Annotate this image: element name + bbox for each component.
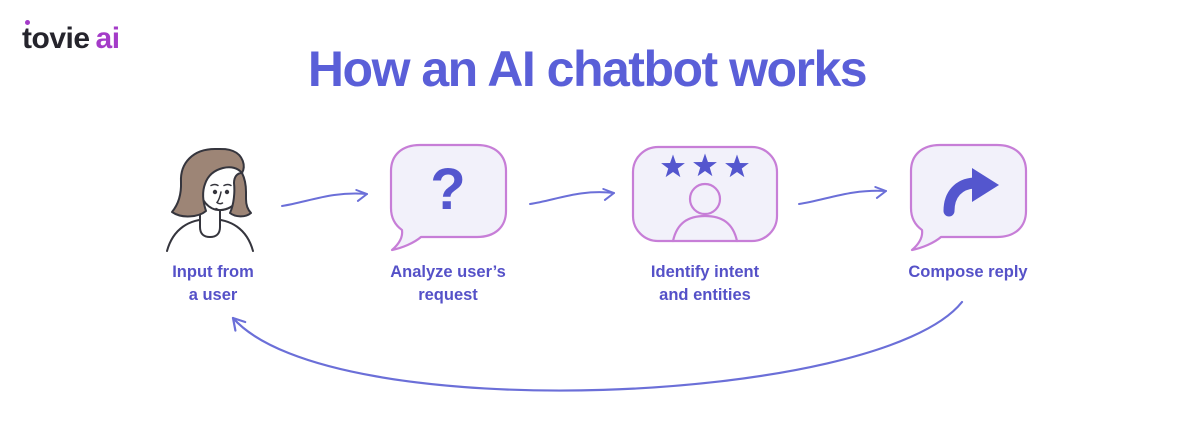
step-label-input-from-user: Input from a user bbox=[103, 261, 323, 307]
person-head-outline bbox=[688, 182, 722, 216]
diagram-title: How an AI chatbot works bbox=[307, 41, 868, 97]
forward-arrow-2-head-icon bbox=[602, 188, 615, 201]
label-line: Analyze user’s bbox=[390, 263, 506, 281]
reply-arrow-tail bbox=[943, 177, 979, 217]
step-label-analyze-request: Analyze user’s request bbox=[338, 261, 558, 307]
forward-arrow-1-head-icon bbox=[355, 189, 368, 202]
label-line: a user bbox=[188, 286, 238, 304]
step-icon-wrap: ? bbox=[338, 140, 558, 254]
question-bubble-icon: ? bbox=[389, 143, 507, 252]
feedback-loop-arrow bbox=[231, 300, 964, 392]
step-input-from-user: Input from a user bbox=[103, 140, 323, 320]
brand-suffix: ai bbox=[95, 22, 121, 55]
step-icon-wrap bbox=[595, 140, 815, 244]
label-line: Identify intent bbox=[650, 263, 760, 281]
step-label-identify-intent: Identify intent and entities bbox=[595, 261, 815, 307]
label-line: Compose reply bbox=[908, 263, 1028, 281]
user-face-icon bbox=[166, 147, 254, 252]
brand-name: tovie bbox=[22, 20, 90, 56]
forward-arrow-3-head-icon bbox=[874, 186, 887, 199]
step-identify-intent: Identify intent and entities bbox=[595, 140, 815, 320]
forward-arrow-1 bbox=[281, 192, 368, 207]
label-line: Input from bbox=[172, 263, 254, 281]
question-mark-glyph: ? bbox=[430, 157, 465, 222]
step-compose-reply: Compose reply bbox=[858, 140, 1078, 320]
person-shoulders-outline bbox=[671, 214, 739, 243]
reply-bubble-icon bbox=[909, 143, 1027, 252]
step-analyze-request: ? Analyze user’s request bbox=[338, 140, 558, 320]
forward-arrow-2 bbox=[529, 191, 615, 205]
step-icon-wrap bbox=[858, 140, 1078, 254]
brand-name-text: tovie bbox=[22, 22, 90, 55]
step-icon-wrap bbox=[103, 140, 323, 252]
label-line: and entities bbox=[659, 286, 751, 304]
reply-arrow-head bbox=[971, 168, 999, 202]
forward-arrow-3 bbox=[798, 189, 887, 205]
label-line: request bbox=[418, 286, 478, 304]
feedback-loop-arrowhead-icon bbox=[231, 316, 247, 332]
logo-accent-dot-icon bbox=[25, 20, 30, 25]
step-label-compose-reply: Compose reply bbox=[858, 261, 1078, 284]
intent-stars-icon bbox=[631, 145, 779, 243]
